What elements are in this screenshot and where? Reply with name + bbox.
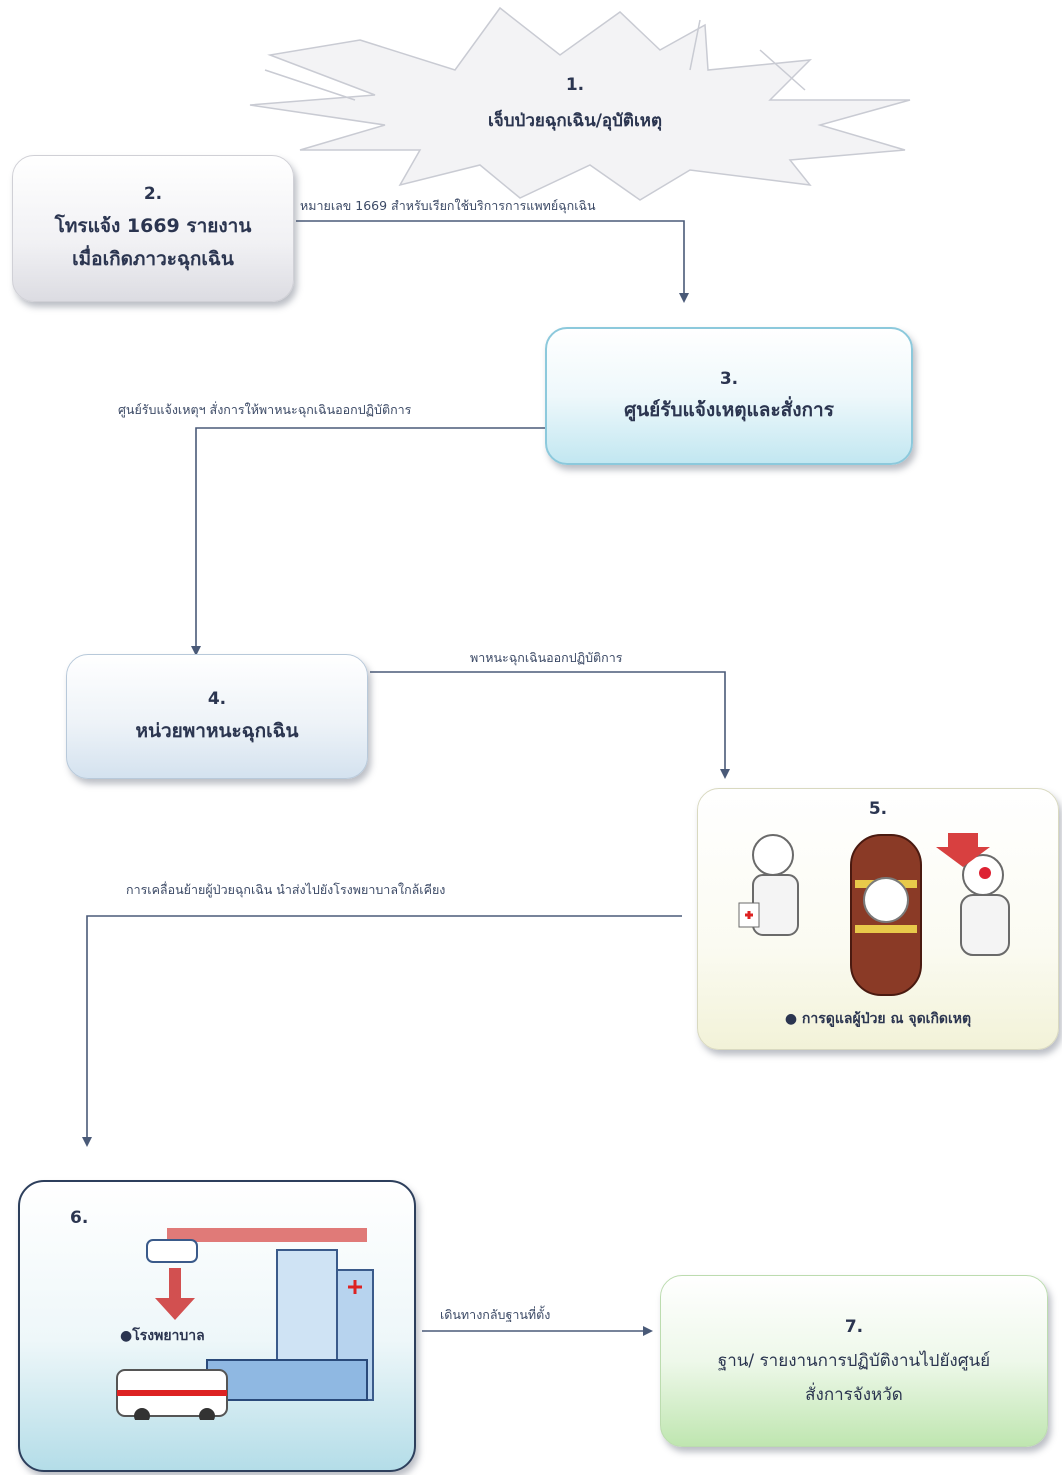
box3-label: ศูนย์รับแจ้งเหตุและสั่งการ — [624, 399, 834, 422]
connector-label-2-3: หมายเลข 1669 สำหรับเรียกใช้บริการการแพทย… — [300, 198, 596, 213]
step-3-box: 3. ศูนย์รับแจ้งเหตุและสั่งการ — [545, 327, 913, 465]
arrow-4-to-5 — [370, 671, 730, 779]
box6-caption: ●โรงพยาบาล — [120, 1328, 205, 1344]
step-2-box: 2. โทรแจ้ง 1669 รายงาน เมื่อเกิดภาวะฉุกเ… — [12, 155, 294, 302]
step-6-box: 6. ●โรงพยาบาล — [18, 1180, 416, 1472]
connector-label-3-4: ศูนย์รับแจ้งเหตุฯ สั่งการให้พาหนะฉุกเฉิน… — [118, 402, 412, 417]
step-5-box: 5. ● การดูแลผู้ป่วย ณ จุดเกิดเหตุ — [697, 788, 1059, 1050]
box7-line1: ฐาน/ รายงานการปฏิบัติงานไปยังศูนย์ — [717, 1351, 991, 1371]
arrow-2-to-3 — [296, 220, 689, 303]
step-7-box: 7. ฐาน/ รายงานการปฏิบัติงานไปยังศูนย์ สั… — [660, 1275, 1048, 1447]
box1-number: 1. — [565, 75, 585, 95]
box5-caption: ● การดูแลผู้ป่วย ณ จุดเกิดเหตุ — [784, 1010, 972, 1027]
box2-line1: โทรแจ้ง 1669 รายงาน — [54, 215, 252, 238]
hospital-illustration — [116, 1227, 374, 1420]
box7-line2: สั่งการจังหวัด — [805, 1385, 903, 1405]
arrow-3-to-4 — [191, 427, 545, 656]
box4-label: หน่วยพาหนะฉุกเฉิน — [135, 719, 299, 742]
box2-number: 2. — [143, 184, 163, 205]
box1-label: เจ็บป่วยฉุกเฉิน/อุบัติเหตุ — [487, 110, 663, 131]
connector-label-6-7: เดินทางกลับฐานที่ตั้ง — [440, 1307, 551, 1322]
box1-text: 1. เจ็บป่วยฉุกเฉิน/อุบัติเหตุ — [470, 68, 680, 139]
box4-number: 4. — [207, 689, 227, 709]
box3-number: 3. — [719, 368, 739, 389]
box5-number: 5. — [868, 799, 888, 819]
arrow-5-to-6 — [82, 915, 682, 1147]
connector-label-5-6: การเคลื่อนย้ายผู้ป่วยฉุกเฉิน นำส่งไปยังโ… — [126, 882, 446, 897]
rescue-illustration — [738, 832, 1010, 996]
connector-label-4-5: พาหนะฉุกเฉินออกปฏิบัติการ — [470, 650, 623, 665]
box7-number: 7. — [844, 1317, 864, 1337]
box2-line2: เมื่อเกิดภาวะฉุกเฉิน — [72, 248, 234, 271]
box6-number: 6. — [70, 1208, 89, 1228]
burst-shape — [249, 6, 911, 201]
step-4-box: 4. หน่วยพาหนะฉุกเฉิน — [66, 654, 368, 779]
